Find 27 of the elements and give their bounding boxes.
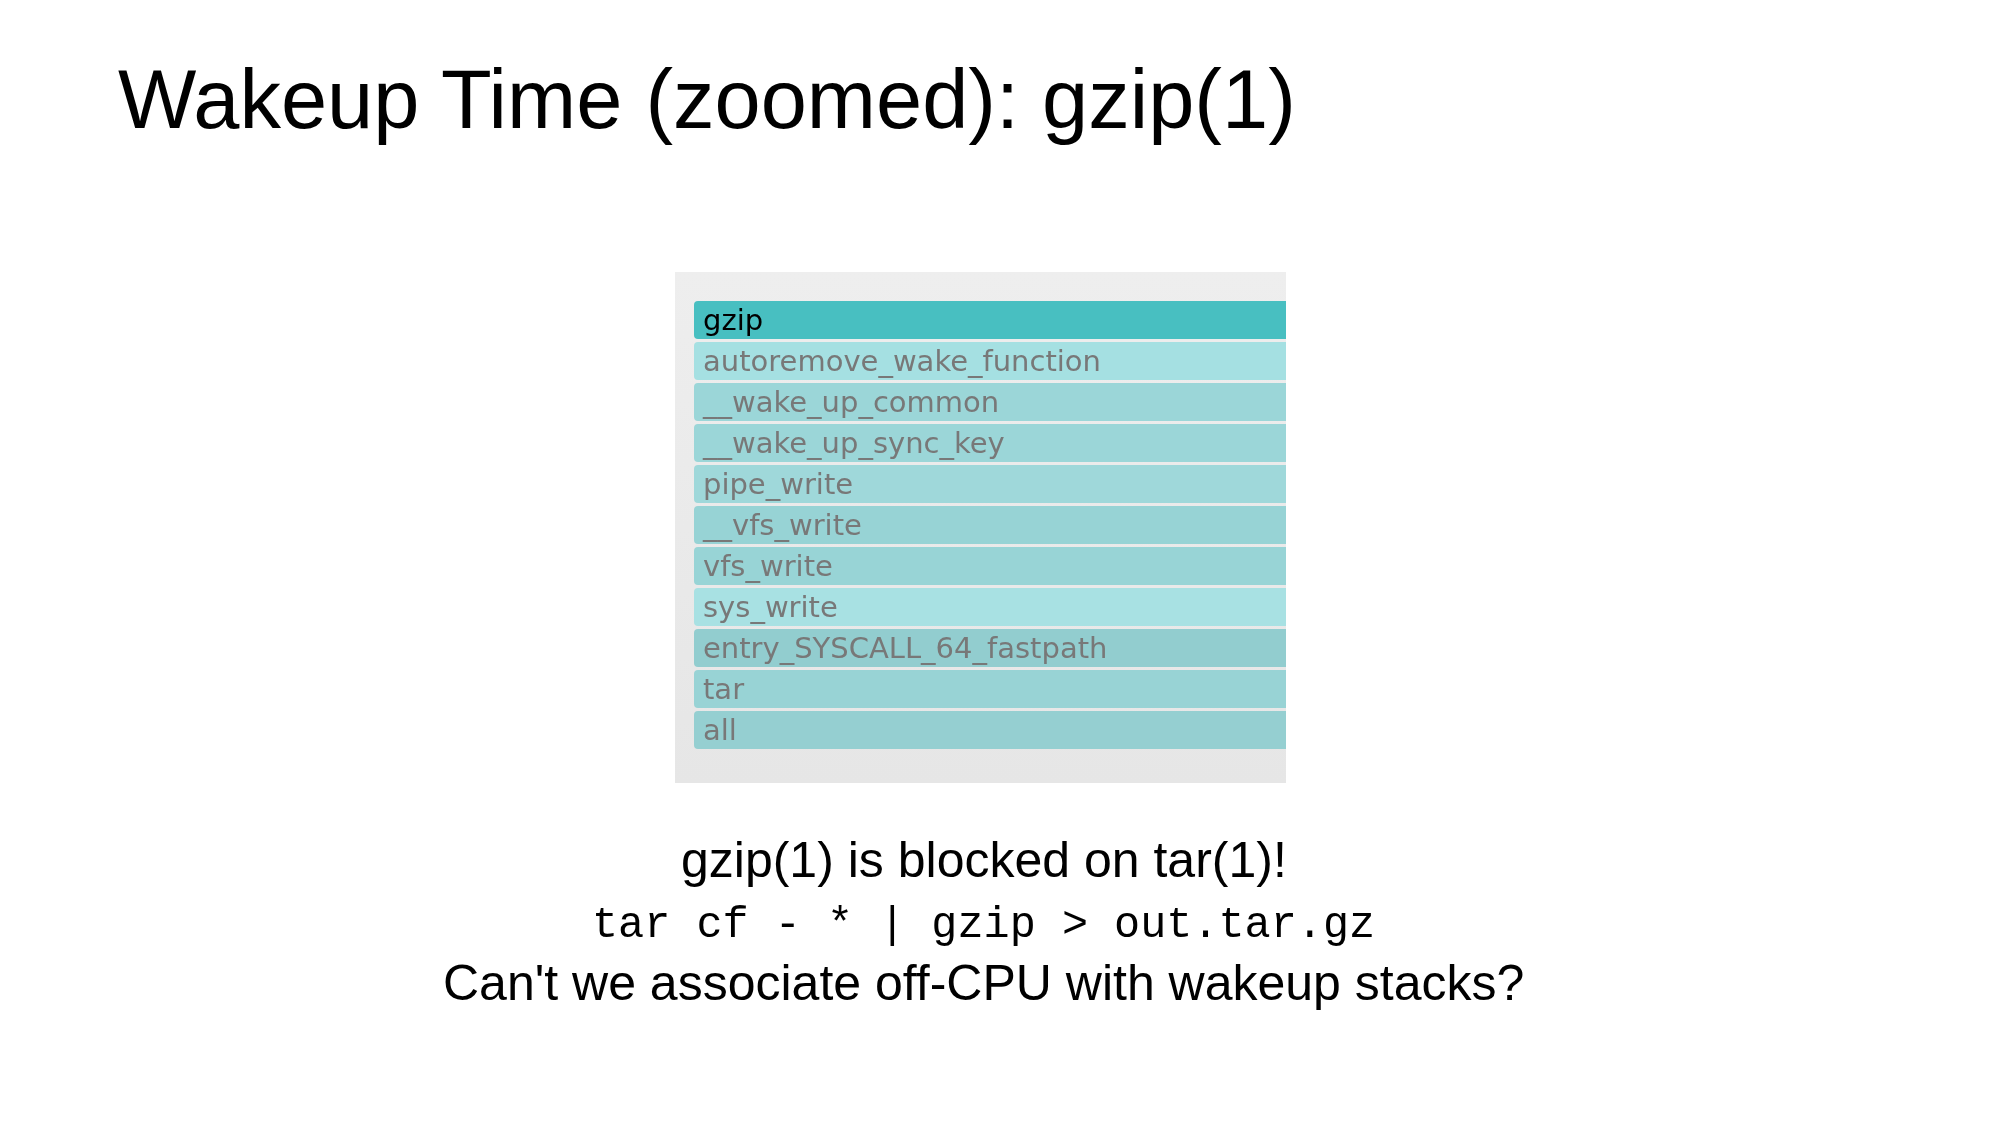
summary-text: gzip(1) is blocked on tar(1)! (681, 831, 1287, 890)
stack-frame-bar (694, 342, 1286, 380)
function-name: pipe_write (703, 466, 854, 502)
function-name: __vfs_write (703, 507, 862, 543)
function-name: entry_SYSCALL_64_fastpath (703, 630, 1108, 666)
stack-frame-bar (694, 506, 1286, 544)
stack-frame-bar (694, 629, 1286, 667)
stack-frame-bar (694, 301, 1286, 339)
stack-frame-bar (694, 383, 1286, 421)
function-name: autoremove_wake_function (703, 343, 1101, 379)
function-name: __wake_up_sync_key (703, 425, 1005, 461)
question-text: Can't we associate off-CPU with wakeup stacks? (443, 954, 1525, 1013)
function-name: sys_write (703, 589, 838, 625)
function-name: tar (703, 671, 745, 707)
slide-title: Wakeup Time (zoomed): gzip(1) (118, 52, 1296, 148)
command-line: tar cf - * | gzip > out.tar.gz (592, 900, 1376, 952)
function-name: __wake_up_common (703, 384, 1000, 420)
stack-frame-bar (694, 424, 1286, 462)
function-name: all (703, 712, 737, 748)
stack-frame-bar (694, 711, 1286, 749)
function-name: gzip (703, 302, 764, 338)
stack-frame-bar (694, 465, 1286, 503)
flame-graph-panel (675, 272, 1286, 783)
stack-frame-bar (694, 547, 1286, 585)
stack-frame-bar (694, 670, 1286, 708)
function-name: vfs_write (703, 548, 833, 584)
stack-frame-bar (694, 588, 1286, 626)
